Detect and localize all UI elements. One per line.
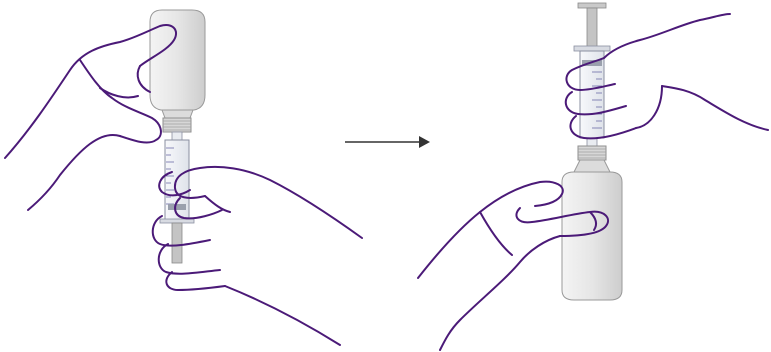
bottle-neck [161, 109, 194, 119]
bottle-body [561, 171, 623, 301]
syringe-plunger-stopper [168, 204, 186, 210]
syringe-thumb-press [577, 2, 607, 9]
bottle-body [149, 9, 206, 111]
syringe-flange [573, 45, 611, 52]
adapter-threads [578, 148, 606, 159]
syringe-plunger-rod [171, 222, 183, 264]
adapter-threads [163, 120, 191, 131]
bottle-inverted [149, 9, 206, 133]
transition-arrow [345, 136, 430, 148]
arrow-head [419, 136, 430, 148]
hand-upper-right [564, 13, 769, 140]
syringe-plunger-rod [586, 7, 598, 49]
syringe-tip [171, 131, 183, 141]
bottle-upright [561, 145, 623, 301]
bottle-neck [573, 159, 611, 173]
syringe-flange [159, 218, 195, 224]
hand-lower-left [417, 180, 609, 351]
syringe-right [573, 2, 611, 147]
right-panel [417, 2, 769, 351]
left-panel [4, 9, 363, 346]
hand-upper-left [4, 24, 178, 211]
hand-lower-right [151, 165, 363, 346]
